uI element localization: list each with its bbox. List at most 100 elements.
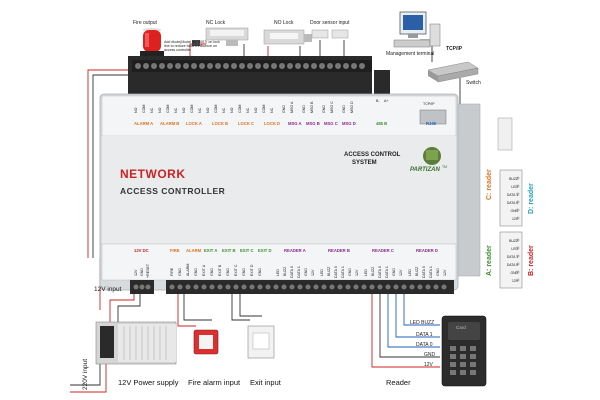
pin-label: DATA 1 [429, 266, 433, 278]
pin-label: GND [392, 268, 396, 276]
group-12v-dc: 12V DC [134, 248, 149, 253]
card-reader-icon [441, 315, 487, 387]
side-pin: DATA 0 [506, 201, 518, 205]
pin-label: EXIT D [250, 264, 254, 276]
pin-label: NC [150, 107, 154, 113]
door-sensor-icon [311, 29, 349, 39]
pin-label: NO [134, 107, 138, 113]
d-reader-label: D: reader [528, 183, 535, 214]
pin-label: GND [348, 268, 352, 276]
pin-label: GND [258, 268, 262, 276]
pin-label: GND [342, 105, 346, 113]
rj45-tcpip-label: TCP/IP [423, 102, 435, 106]
pin-label: NC [174, 107, 178, 113]
pin-label: GND [282, 105, 286, 113]
controller-subtitle: ACCESS CONTROLLER [120, 186, 226, 196]
diode-note-label: Add diode(Model no. 4007) on lock line t… [164, 40, 220, 52]
fire-output-label: Fire output [133, 20, 157, 26]
no-lock-label: NO Lock [274, 20, 294, 26]
power-supply-icon [95, 321, 177, 365]
wire-led-buzz: LED BUZZ [410, 320, 435, 326]
pin-label: BUZZ [415, 266, 419, 276]
pin-label: DATA 1 [385, 266, 389, 278]
group-lock-d: LOCK D [264, 121, 281, 126]
side-pin: GND [510, 271, 518, 275]
group-reader-b: READER B [328, 248, 350, 253]
network-switch-icon [427, 61, 479, 83]
pin-label: NO [254, 107, 258, 113]
a-reader-label: A: reader [486, 245, 493, 276]
rs-pin-b: B- [376, 99, 380, 103]
group-lock-b: LOCK B [212, 121, 229, 126]
side-pin: BUZZ [509, 239, 518, 243]
pin-label: COM [166, 104, 170, 113]
pin-label: NO [158, 107, 162, 113]
pin-label: BUZZ [283, 266, 287, 276]
brand-tm: TM [442, 165, 448, 169]
pin-label: GND [178, 268, 182, 276]
wire-data-1: DATA 1 [416, 332, 433, 338]
pin-label: 12V [399, 269, 403, 276]
side-pin: BUZZ [509, 177, 518, 181]
pin-label: COM [142, 104, 146, 113]
group-exit-b: EXIT B [222, 248, 236, 253]
exit-button-icon [247, 325, 275, 359]
tcpip-label: TCP/IP [446, 46, 463, 52]
group-msg-a: MSG A [288, 121, 302, 126]
pin-label: MSG B [310, 101, 314, 113]
pin-label: COM [262, 104, 266, 113]
pin-label: FIRE [170, 267, 174, 276]
group-exit-d: EXIT D [258, 248, 272, 253]
pin-label: +RESET [146, 263, 150, 278]
input-220v-label: 220V input [82, 358, 89, 390]
group-reader-a: READER A [284, 248, 306, 253]
c-reader-label: C: reader [486, 169, 493, 200]
wire-data-0: DATA 0 [416, 342, 433, 348]
brand-label: PARTIZAN [410, 167, 440, 173]
pin-label: NC [246, 107, 250, 113]
wire-12v: 12V [424, 362, 433, 368]
pin-label: NO [230, 107, 234, 113]
system-line1: ACCESS CONTROL [344, 152, 401, 158]
side-pin: 12V [511, 217, 518, 221]
pin-label: EXIT A [202, 264, 206, 276]
side-pin: LED [511, 247, 518, 251]
pin-label: ALARM [186, 263, 190, 276]
pin-label: EXIT B [218, 264, 222, 276]
pin-label: NC [270, 107, 274, 113]
group-reader-c: READER C [372, 248, 394, 253]
side-pin: GND [510, 209, 518, 213]
pin-label: BUZZ [327, 266, 331, 276]
side-pin: LED [511, 185, 518, 189]
pin-label: GND [436, 268, 440, 276]
pin-label: DATA 0 [422, 266, 426, 278]
pin-label: BUZZ [371, 266, 375, 276]
pin-label: DATA 0 [334, 266, 338, 278]
pin-label: DATA 1 [341, 266, 345, 278]
pin-label: DATA 0 [290, 266, 294, 278]
pin-label: LED [408, 269, 412, 276]
reader-label: Reader [386, 378, 411, 387]
reader-card-label: Card [456, 325, 466, 330]
lower-side-pins: BUZZ LED DATA 1 DATA 0 GND 12V [500, 237, 518, 285]
pin-label: 12V [311, 269, 315, 276]
pin-label: GND [302, 105, 306, 113]
pin-label: LED [364, 269, 368, 276]
pin-label: COM [190, 104, 194, 113]
pin-label: LED [320, 269, 324, 276]
group-fire: FIRE [170, 248, 180, 253]
side-pin: DATA 1 [506, 193, 518, 197]
no-lock-icon [263, 29, 312, 45]
group-lock-c: LOCK C [238, 121, 255, 126]
pin-label: COM [214, 104, 218, 113]
exit-input-label: Exit input [250, 378, 281, 387]
nc-lock-label: NC Lock [206, 20, 226, 26]
group-exit-c: EXIT C [240, 248, 254, 253]
group-msg-d: MSG D [342, 121, 356, 126]
pin-label: GND [194, 268, 198, 276]
group-alarm-b: ALARM B [160, 121, 180, 126]
pin-label: NO [182, 107, 186, 113]
partizan-logo-icon [423, 147, 441, 165]
pin-label: EXIT C [234, 264, 238, 276]
pin-label: 12V [443, 269, 447, 276]
